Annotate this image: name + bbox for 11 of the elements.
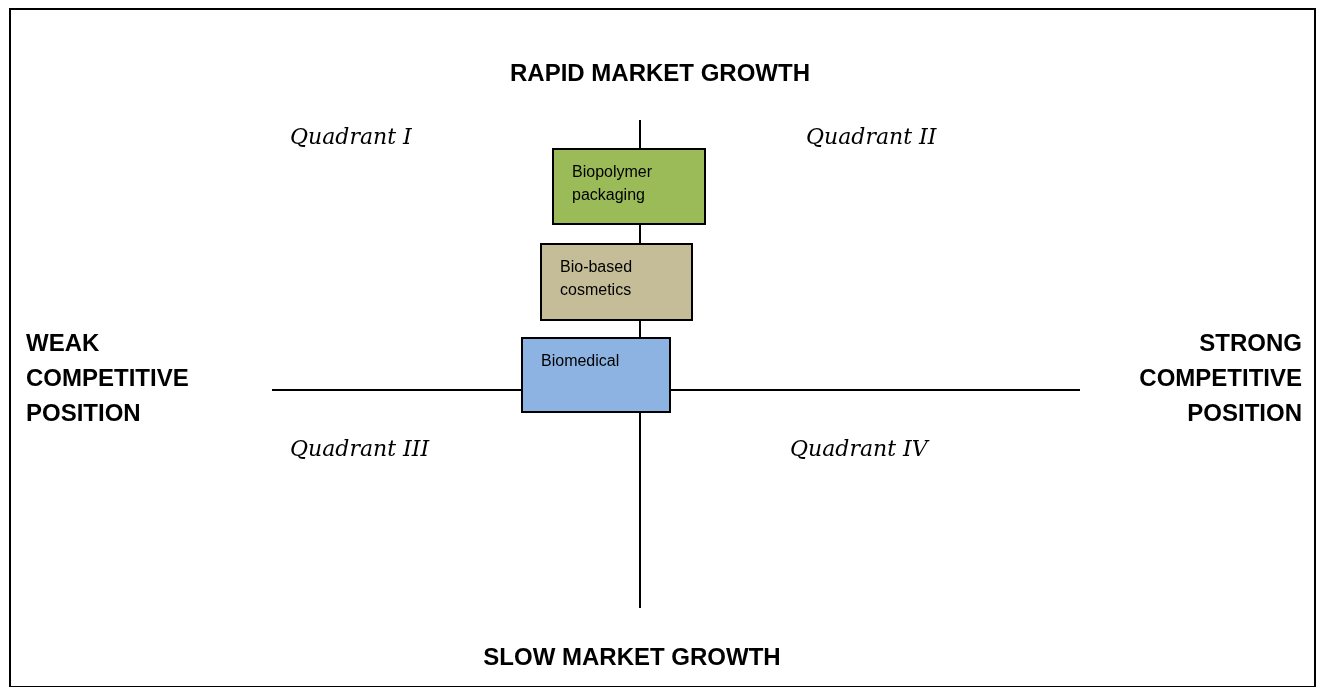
axis-label: RAPID MARKET GROWTH: [509, 58, 811, 88]
quadrant-box: Bio-based cosmetics: [540, 243, 693, 321]
axis-label: STRONG COMPETITIVE POSITION: [1138, 328, 1302, 428]
quadrant-label: Quadrant IV: [790, 436, 931, 461]
quadrant-box: Biopolymer packaging: [552, 148, 706, 225]
quadrant-label: Quadrant II: [806, 124, 938, 149]
quadrant-label: Quadrant I: [290, 124, 413, 149]
axis-label: SLOW MARKET GROWTH: [482, 642, 782, 672]
quadrant-label: Quadrant III: [290, 436, 431, 461]
axis-label: WEAK COMPETITIVE POSITION: [26, 328, 190, 428]
quadrant-box: Biomedical: [521, 337, 671, 413]
